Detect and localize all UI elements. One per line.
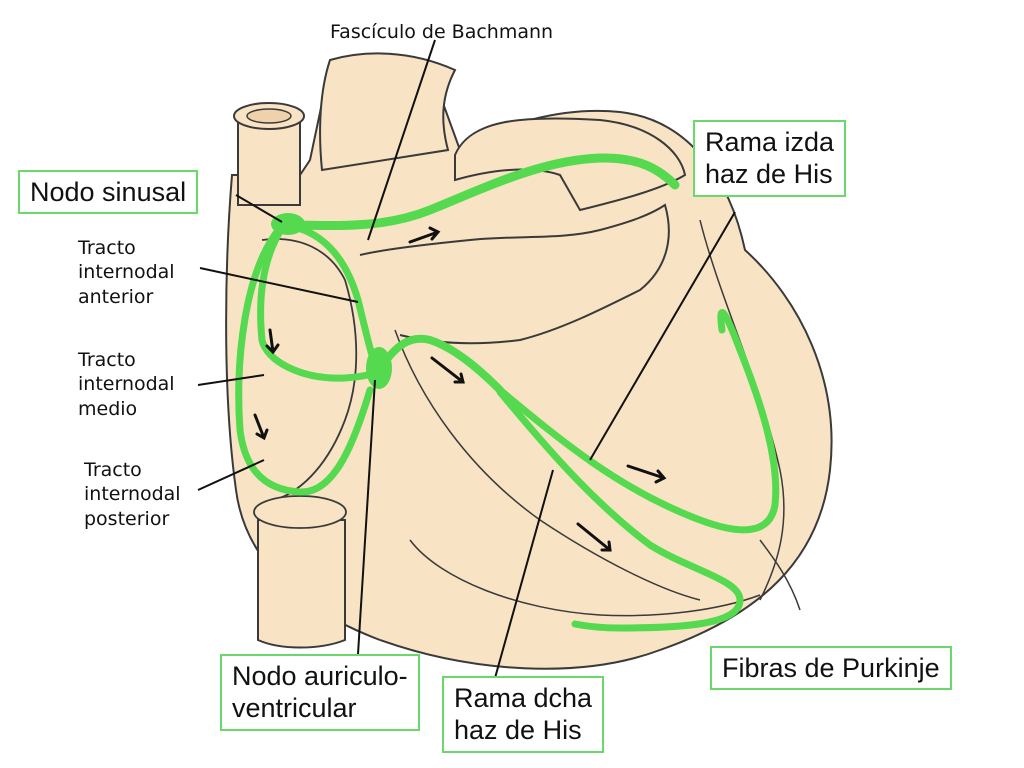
middle-internodal-tract [257,224,382,382]
label-tracto-medio: Tracto internodal medio [78,348,175,421]
label-tracto-posterior: Tracto internodal posterior [84,458,181,531]
leader-lines [197,39,736,679]
label-tracto-anterior-line3: anterior [78,285,154,308]
label-nodo-sinusal: Nodo sinusal [18,170,199,215]
arrow-posterior [253,413,269,441]
leader-sinusal [235,194,283,223]
label-tracto-posterior-line2: internodal [84,483,181,506]
label-tracto-medio-line3: medio [78,397,138,420]
right-ventricle-contour [409,539,761,617]
label-rama-izda: Rama izda haz de His [693,120,847,197]
label-tracto-anterior-line2: internodal [78,261,175,284]
inferior-vena-cava-opening [253,495,347,529]
label-fasciculo-bachmann: Fascículo de Bachmann [330,20,553,44]
label-rama-dcha-line1: Rama dcha [454,683,593,713]
label-tracto-anterior-line1: Tracto [78,237,136,259]
arrow-middle [265,328,280,355]
av-node [366,347,392,389]
label-fibras-purkinje: Fibras de Purkinje [710,646,952,691]
posterior-internodal-tract [235,224,374,496]
leader-nodo-av [357,379,376,655]
vena-cava-inner [246,108,292,124]
left-ventricle-contour [699,219,785,601]
label-tracto-medio-line1: Tracto [78,349,136,371]
superior-vena-cava [237,117,301,206]
arrow-left-branch [626,464,667,484]
inferior-vena-cava [257,519,346,649]
label-rama-izda-line1: Rama izda [705,127,835,157]
leader-anterior [199,267,359,303]
arrow-right-branch [576,522,612,552]
his-bundle [374,334,504,394]
label-nodo-sinusal-text: Nodo sinusal [30,177,187,207]
left-bundle-branch [496,309,780,534]
label-rama-dcha: Rama dcha haz de His [442,676,605,753]
label-tracto-posterior-line3: posterior [84,507,170,530]
flow-arrows [253,226,667,552]
leader-posterior [197,459,265,491]
bachmann-bundle [280,153,680,231]
label-tracto-medio-line2: internodal [78,373,175,396]
label-fibras-purkinje-text: Fibras de Purkinje [722,653,940,683]
label-nodo-av-line1: Nodo auriculo- [232,661,408,691]
right-atrium-contour [261,238,358,501]
leader-bachmann [367,39,436,241]
left-atrium-contour [359,203,670,345]
label-rama-dcha-line2: haz de His [454,715,582,746]
label-tracto-posterior-line1: Tracto [84,459,142,481]
arrow-his [430,356,465,384]
aorta [319,52,457,172]
label-rama-izda-line2: haz de His [705,159,833,190]
right-bundle-branch [496,388,744,632]
label-tracto-anterior: Tracto internodal anterior [78,236,175,309]
arrow-bachmann [408,226,441,244]
label-nodo-av: Nodo auriculo- ventricular [220,654,420,731]
heart-outline [225,63,833,670]
leader-medio [197,374,265,386]
apex-line [759,539,801,611]
label-fasciculo-bachmann-text: Fascículo de Bachmann [330,21,554,43]
conduction-system [235,153,780,632]
leader-rama-dcha [494,469,554,679]
sinus-node [271,213,305,235]
label-nodo-av-line2: ventricular [232,693,357,724]
leader-rama-izda [589,211,736,461]
